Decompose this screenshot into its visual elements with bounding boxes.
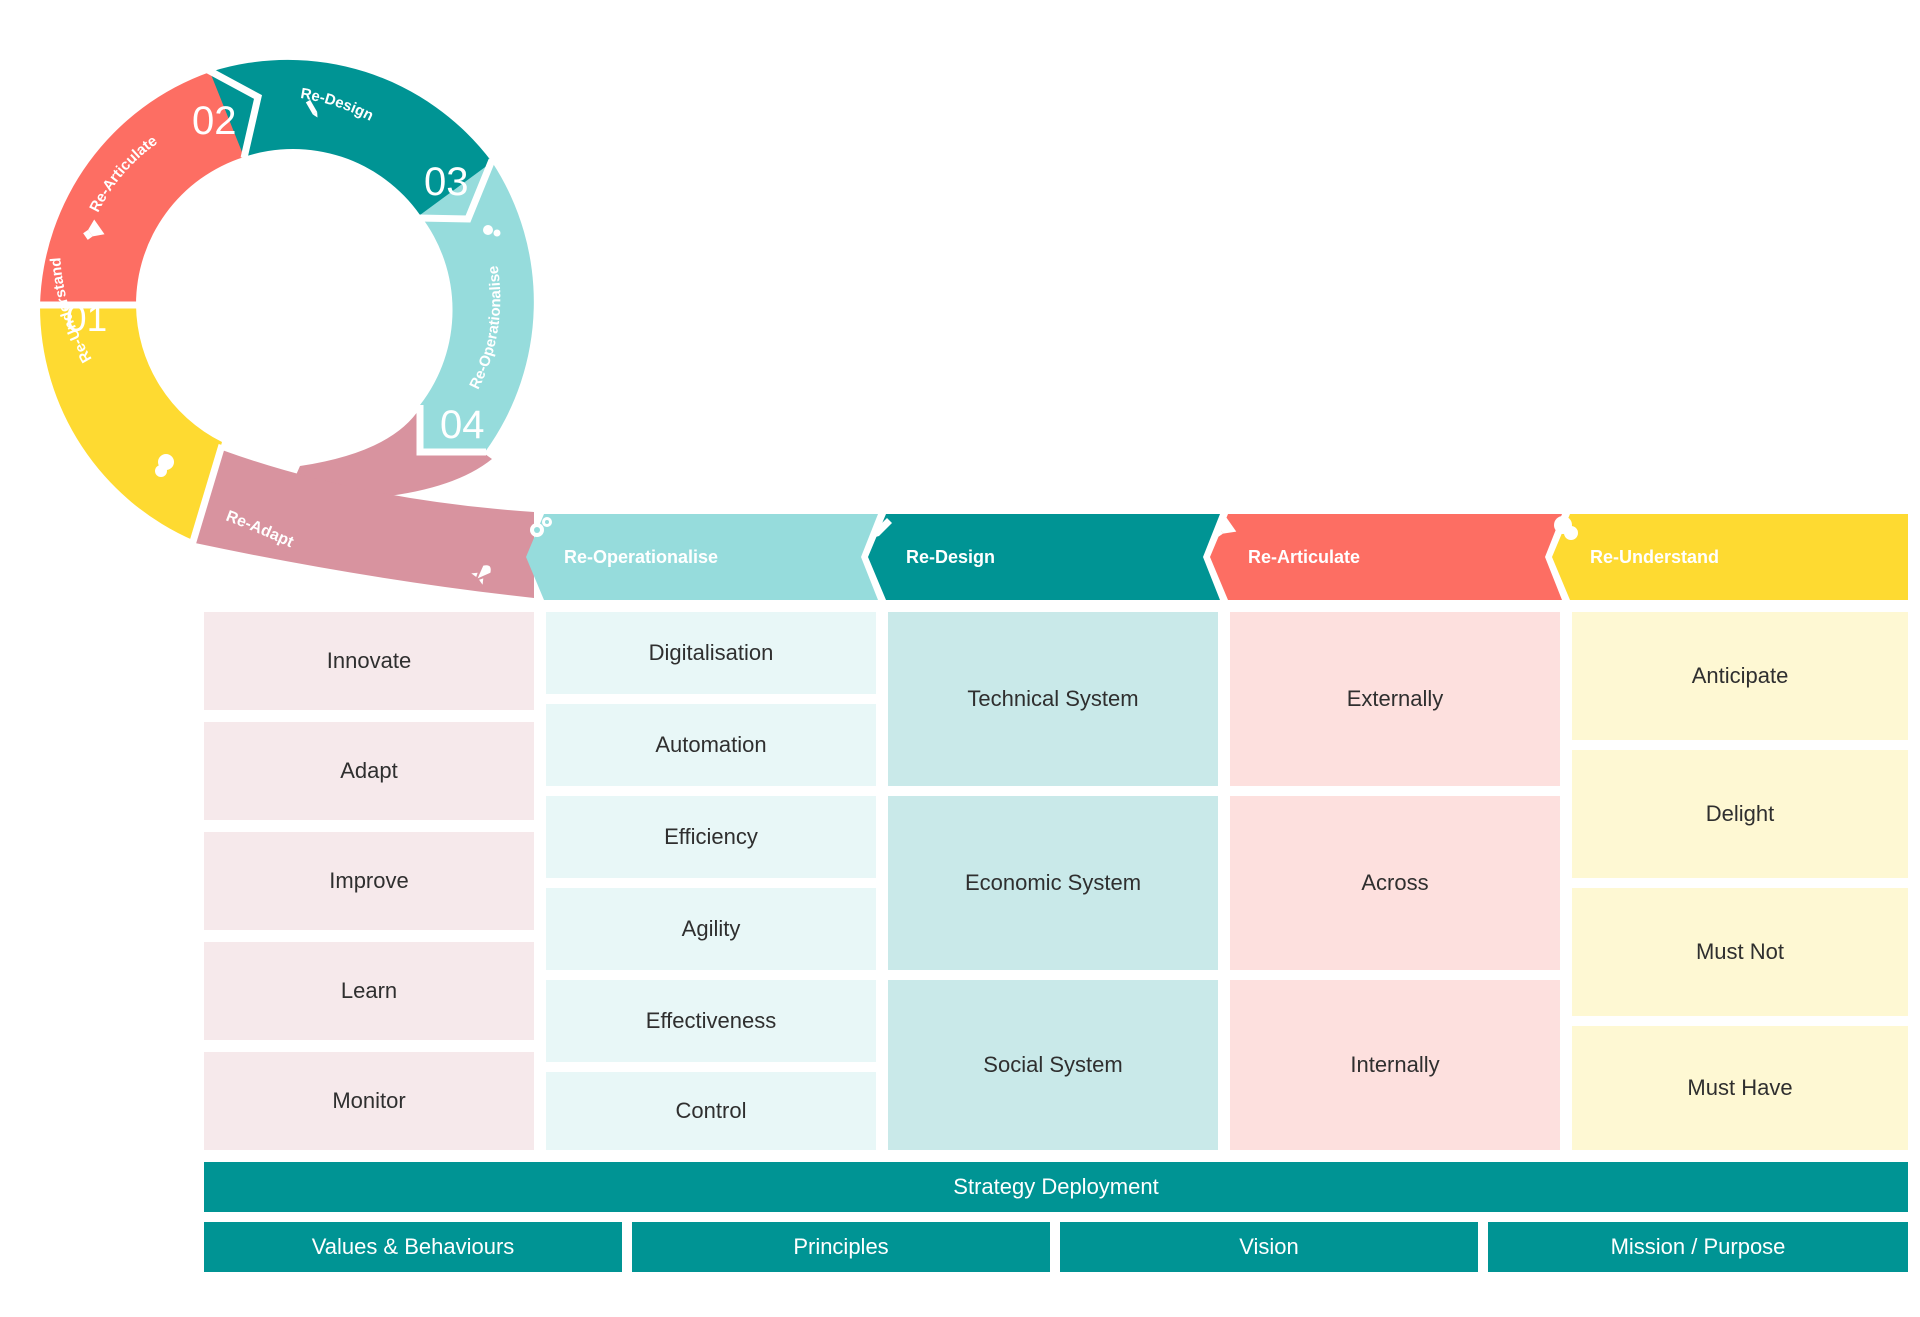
wheel-number-01: 01 [66, 298, 107, 339]
wheel-segment-re-adapt [195, 450, 534, 598]
cell-externally: Externally [1230, 612, 1560, 786]
cell-digitalisation: Digitalisation [546, 612, 876, 694]
header-re-design: Re-Design [868, 514, 1220, 600]
cell-improve: Improve [204, 832, 534, 930]
cell-anticipate: Anticipate [1572, 612, 1908, 740]
header-label: Re-Operationalise [564, 547, 719, 567]
wheel-number-04: 04 [440, 403, 485, 447]
header-label: Re-Design [906, 547, 996, 567]
cell-automation: Automation [546, 704, 876, 786]
chat-bubbles-icon [1554, 516, 1578, 540]
strategy-deployment-bar: Strategy Deployment [204, 1162, 1908, 1212]
header-re-understand: Re-Understand [1552, 514, 1908, 600]
gears-icon [483, 225, 501, 237]
cell-innovate: Innovate [204, 612, 534, 710]
cell-must-not: Must Not [1572, 888, 1908, 1016]
foundation-values-behaviours: Values & Behaviours [204, 1222, 622, 1272]
cell-control: Control [546, 1072, 876, 1150]
cell-economic-system: Economic System [888, 796, 1218, 970]
pencil-icon [872, 518, 892, 538]
wheel-number-02: 02 [192, 99, 237, 143]
cell-efficiency: Efficiency [546, 796, 876, 878]
wheel-segment-04 [420, 162, 534, 452]
cell-learn: Learn [204, 942, 534, 1040]
cell-delight: Delight [1572, 750, 1908, 878]
cell-adapt: Adapt [204, 722, 534, 820]
cell-technical-system: Technical System [888, 612, 1218, 786]
cell-social-system: Social System [888, 980, 1218, 1150]
cell-internally: Internally [1230, 980, 1560, 1150]
wheel-segment-03 [210, 59, 492, 218]
header-re-articulate: Re-Articulate [1210, 514, 1562, 600]
cell-effectiveness: Effectiveness [546, 980, 876, 1062]
foundation-mission-purpose: Mission / Purpose [1488, 1222, 1908, 1272]
wheel-segment-01 [39, 305, 222, 541]
foundation-principles: Principles [632, 1222, 1050, 1272]
megaphone-icon [1213, 515, 1237, 538]
wheel-number-03: 03 [424, 160, 469, 204]
chat-bubbles-icon [155, 454, 174, 477]
header-label: Re-Understand [1590, 547, 1720, 567]
header-label: Re-Articulate [1248, 547, 1361, 567]
megaphone-icon [83, 219, 105, 240]
foundation-vision: Vision [1060, 1222, 1478, 1272]
cell-agility: Agility [546, 888, 876, 970]
cell-across: Across [1230, 796, 1560, 970]
rocket-icon [471, 565, 491, 585]
header-re-operationalise: Re-Operationalise [526, 514, 878, 600]
wheel-segment-02 [40, 72, 256, 305]
gears-icon [530, 517, 552, 537]
cycle-wheel: 01 02 03 04 Re-Understand Re-Articulate … [38, 59, 534, 598]
cell-monitor: Monitor [204, 1052, 534, 1150]
cell-must-have: Must Have [1572, 1026, 1908, 1150]
pencil-icon [305, 99, 318, 118]
